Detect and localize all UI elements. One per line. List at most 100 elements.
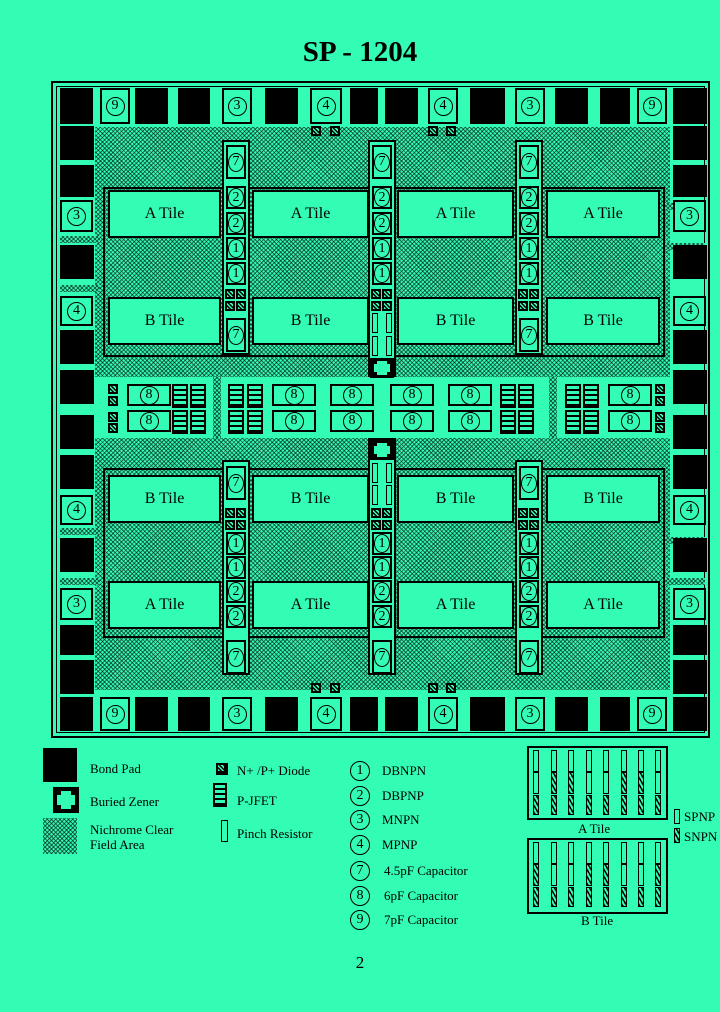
legend-b-tile-transistor-snpn bbox=[603, 864, 609, 886]
legend-b-tile-transistor-spnp bbox=[568, 864, 574, 886]
bond-pad-top-1: 9 bbox=[100, 88, 130, 124]
legend-b-tile-transistor-spnp bbox=[533, 842, 539, 864]
legend-b-tile-transistor-spnp bbox=[568, 842, 574, 864]
legend-b-tile-transistor-snpn bbox=[568, 887, 574, 907]
legend-number-9-icon: 9 bbox=[350, 910, 370, 930]
bond-pad-right-4: 4 bbox=[673, 296, 706, 326]
capacitor-8-2-1: 8 bbox=[330, 410, 374, 432]
capacitor-8-5-1: 8 bbox=[608, 410, 652, 432]
device-number-icon: 1 bbox=[374, 558, 390, 577]
jfet-5-1 bbox=[518, 410, 534, 434]
diode-icon-upper-1-0 bbox=[371, 289, 381, 299]
legend-nichrome-label-1: Nichrome Clear bbox=[90, 822, 174, 837]
diode-icon-lower-0-3 bbox=[236, 520, 246, 530]
legend-b-tile-transistor-snpn bbox=[551, 887, 557, 907]
transistor-lower-2-0: 1 bbox=[519, 532, 539, 555]
transistor-upper-1-3: 1 bbox=[372, 262, 392, 285]
legend-number-4-icon: 4 bbox=[350, 835, 370, 855]
tile-a-upper-3: A Tile bbox=[397, 190, 514, 238]
diode-icon-upper-1-1 bbox=[382, 289, 392, 299]
capacitor-8-1-1: 8 bbox=[272, 410, 316, 432]
diode-icon-upper-2-2 bbox=[518, 301, 528, 311]
bond-pad-bottom-13 bbox=[600, 697, 630, 731]
nichrome-strip-left-1 bbox=[60, 236, 100, 243]
tile-b-lower-3: B Tile bbox=[397, 475, 514, 523]
jfet-6-0 bbox=[565, 384, 581, 408]
legend-bond-pad-icon bbox=[43, 748, 77, 782]
device-number-icon: 3 bbox=[520, 704, 540, 724]
bond-pad-right-5 bbox=[673, 330, 707, 364]
device-number-icon: 1 bbox=[521, 264, 537, 283]
legend-a-tile-transistor-snpn bbox=[621, 772, 627, 794]
bond-pad-top-10 bbox=[470, 88, 505, 124]
pinch-resistor-upper-a bbox=[372, 313, 378, 333]
legend-a-tile-transistor-spnp bbox=[568, 750, 574, 772]
capacitor-8-1-0: 8 bbox=[272, 384, 316, 406]
diode-icon-upper-0-0 bbox=[225, 289, 235, 299]
legend-b-tile-transistor-snpn bbox=[533, 887, 539, 907]
bond-pad-top-2 bbox=[135, 88, 168, 124]
device-number-icon: 9 bbox=[105, 96, 125, 116]
device-number-icon: 2 bbox=[521, 188, 537, 207]
diode-icon-upper-0-3 bbox=[236, 301, 246, 311]
device-number-icon: 2 bbox=[374, 188, 390, 207]
legend-number-8-icon: 8 bbox=[350, 886, 370, 906]
device-number-icon: 2 bbox=[521, 607, 537, 626]
transistor-upper-0-2: 1 bbox=[226, 237, 246, 260]
bond-pad-left-4: 4 bbox=[60, 296, 93, 326]
bond-pad-top-7 bbox=[350, 88, 378, 124]
legend-a-tile-transistor-snpn bbox=[638, 772, 644, 794]
pinch-resistor-lower-b bbox=[386, 463, 392, 483]
legend-jfet-icon bbox=[213, 783, 227, 807]
transistor-upper-0-1: 2 bbox=[226, 212, 246, 235]
legend-b-tile-transistor-spnp bbox=[551, 864, 557, 886]
pinch-resistor-upper-d bbox=[386, 336, 392, 356]
capacitor-8-3-1: 8 bbox=[390, 410, 434, 432]
legend-b-tile-detail bbox=[527, 838, 668, 914]
legend-b-tile-transistor-snpn bbox=[533, 864, 539, 886]
device-number-icon: 2 bbox=[374, 214, 390, 233]
capacitor-7-lower-top-0: 7 bbox=[226, 466, 246, 500]
legend-b-tile-transistor-spnp bbox=[655, 842, 661, 864]
legend-pinch-resistor-label: Pinch Resistor bbox=[237, 826, 313, 841]
middle-divider-left bbox=[213, 377, 221, 438]
legend-b-tile-transistor-snpn bbox=[603, 887, 609, 907]
device-number-icon: 9 bbox=[105, 704, 125, 724]
bond-pad-right-6 bbox=[673, 370, 707, 404]
device-number-icon: 8 bbox=[620, 385, 640, 405]
diode-icon-mid-0 bbox=[108, 384, 118, 394]
legend-a-tile-transistor-spnp bbox=[586, 772, 592, 794]
bond-pad-bottom-9: 4 bbox=[428, 697, 458, 731]
capacitor-7-lower-bottom-0: 7 bbox=[226, 640, 246, 674]
bond-pad-bottom-8 bbox=[385, 697, 418, 731]
bond-pad-left-3 bbox=[60, 245, 94, 279]
device-number-icon: 8 bbox=[139, 385, 159, 405]
device-number-icon: 4 bbox=[67, 500, 86, 520]
legend-a-tile-transistor-spnp bbox=[621, 750, 627, 772]
legend-pinch-resistor-icon bbox=[221, 820, 228, 842]
jfet-7-0 bbox=[583, 384, 599, 408]
device-number-icon: 7 bbox=[228, 325, 244, 345]
jfet-1-0 bbox=[190, 384, 206, 408]
legend-spnp-label: SPNP bbox=[684, 809, 716, 824]
diode-icon-upper-0-1 bbox=[236, 289, 246, 299]
bond-pad-bottom-10 bbox=[470, 697, 505, 731]
diode-icon-upper-1-3 bbox=[382, 301, 392, 311]
device-number-icon: 8 bbox=[342, 385, 362, 405]
diode-icon-mid-6 bbox=[655, 412, 665, 422]
device-number-icon: 8 bbox=[460, 385, 480, 405]
legend-b-tile-transistor-spnp bbox=[638, 864, 644, 886]
legend-a-tile-transistor-snpn bbox=[551, 772, 557, 794]
chip-inner-border bbox=[56, 86, 705, 733]
tile-b-lower-2: B Tile bbox=[252, 475, 369, 523]
diode-icon-lower-0-2 bbox=[225, 520, 235, 530]
bond-pad-right-12 bbox=[673, 625, 707, 655]
legend-b-tile-transistor-spnp bbox=[551, 842, 557, 864]
bond-pad-right-9: 4 bbox=[673, 495, 706, 525]
device-number-icon: 7 bbox=[228, 152, 244, 172]
diode-icon-lower-1-0 bbox=[371, 508, 381, 518]
bond-pad-top-6: 4 bbox=[310, 88, 342, 124]
diode-icon-mid-4 bbox=[655, 384, 665, 394]
device-number-icon: 7 bbox=[374, 152, 390, 172]
capacitor-8-3-0: 8 bbox=[390, 384, 434, 406]
